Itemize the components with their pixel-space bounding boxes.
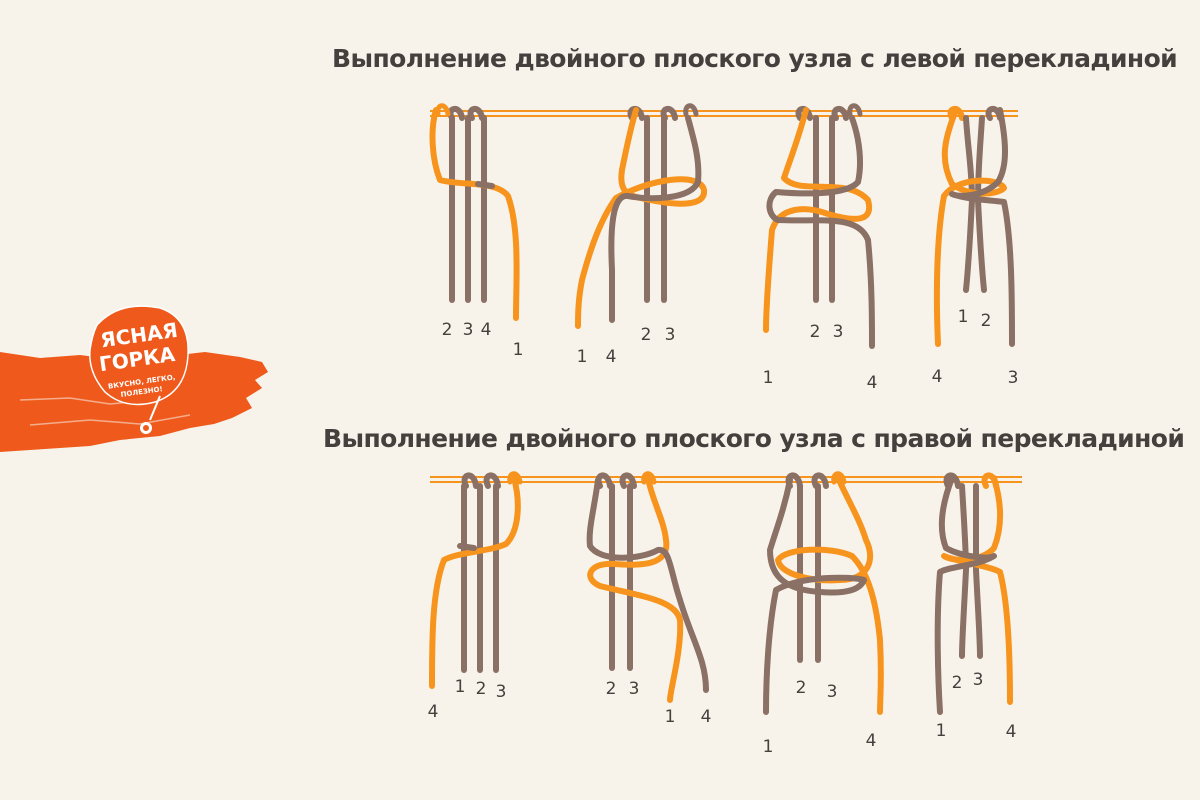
cord-number: 1 xyxy=(455,677,466,697)
section-title-left-bar: Выполнение двойного плоского узла с лево… xyxy=(332,44,1178,73)
cord-labels-row-left: 2 3 4 1 1 4 2 3 2 3 1 4 1 2 4 3 xyxy=(442,307,1019,393)
cord-number: 2 xyxy=(796,678,807,698)
cord-number: 3 xyxy=(973,670,984,690)
knot-step-3 xyxy=(763,103,875,349)
cord-number: 3 xyxy=(827,682,838,702)
cord-number: 3 xyxy=(665,325,676,345)
cord-number: 3 xyxy=(463,320,474,340)
cord-number: 4 xyxy=(866,731,877,751)
cord-number: 1 xyxy=(665,707,676,727)
holding-rod xyxy=(430,110,1018,117)
knot-step-3 xyxy=(763,471,884,715)
cord-number: 3 xyxy=(1008,368,1019,388)
cord-number: 2 xyxy=(476,679,487,699)
cord-number: 1 xyxy=(763,737,774,757)
holding-rod xyxy=(430,476,1022,483)
cord-number: 4 xyxy=(481,320,492,340)
row-right-bar xyxy=(429,471,1022,715)
cord-number: 1 xyxy=(763,368,774,388)
brand-logo: ЯСНАЯ ГОРКА ВКУСНО, ЛЕГКО, ПОЛЕЗНО! xyxy=(0,305,268,452)
cord-number: 1 xyxy=(936,721,947,741)
cord-number: 3 xyxy=(629,679,640,699)
row-left-bar xyxy=(429,103,1018,349)
knot-step-2 xyxy=(586,471,709,703)
cord-number: 2 xyxy=(981,311,992,331)
cord-number: 3 xyxy=(833,322,844,342)
cord-number: 3 xyxy=(496,682,507,702)
knot-step-4 xyxy=(934,472,1013,715)
cord-number: 1 xyxy=(958,307,969,327)
cord-number: 4 xyxy=(428,702,439,722)
cord-number: 2 xyxy=(606,679,617,699)
cord-number: 4 xyxy=(867,373,878,393)
knot-step-2 xyxy=(575,103,707,329)
knot-step-1 xyxy=(429,103,520,321)
cord-number: 1 xyxy=(577,347,588,367)
cord-number: 2 xyxy=(641,325,652,345)
cord-number: 4 xyxy=(932,367,943,387)
bubble-tail-line xyxy=(149,395,161,421)
section-title-right-bar: Выполнение двойного плоского узла с прав… xyxy=(323,424,1185,453)
cord-labels-row-right: 4 1 2 3 2 3 1 4 2 3 1 4 2 3 1 4 xyxy=(428,670,1017,757)
cord-number: 2 xyxy=(442,320,453,340)
knot-step-4 xyxy=(933,106,1015,347)
cord-number: 1 xyxy=(513,340,524,360)
cord-number: 4 xyxy=(1006,722,1017,742)
cord-number: 4 xyxy=(701,707,712,727)
cord-number: 2 xyxy=(810,322,821,342)
knot-step-1 xyxy=(429,471,523,689)
cord-number: 2 xyxy=(952,673,963,693)
cord-number: 4 xyxy=(606,347,617,367)
